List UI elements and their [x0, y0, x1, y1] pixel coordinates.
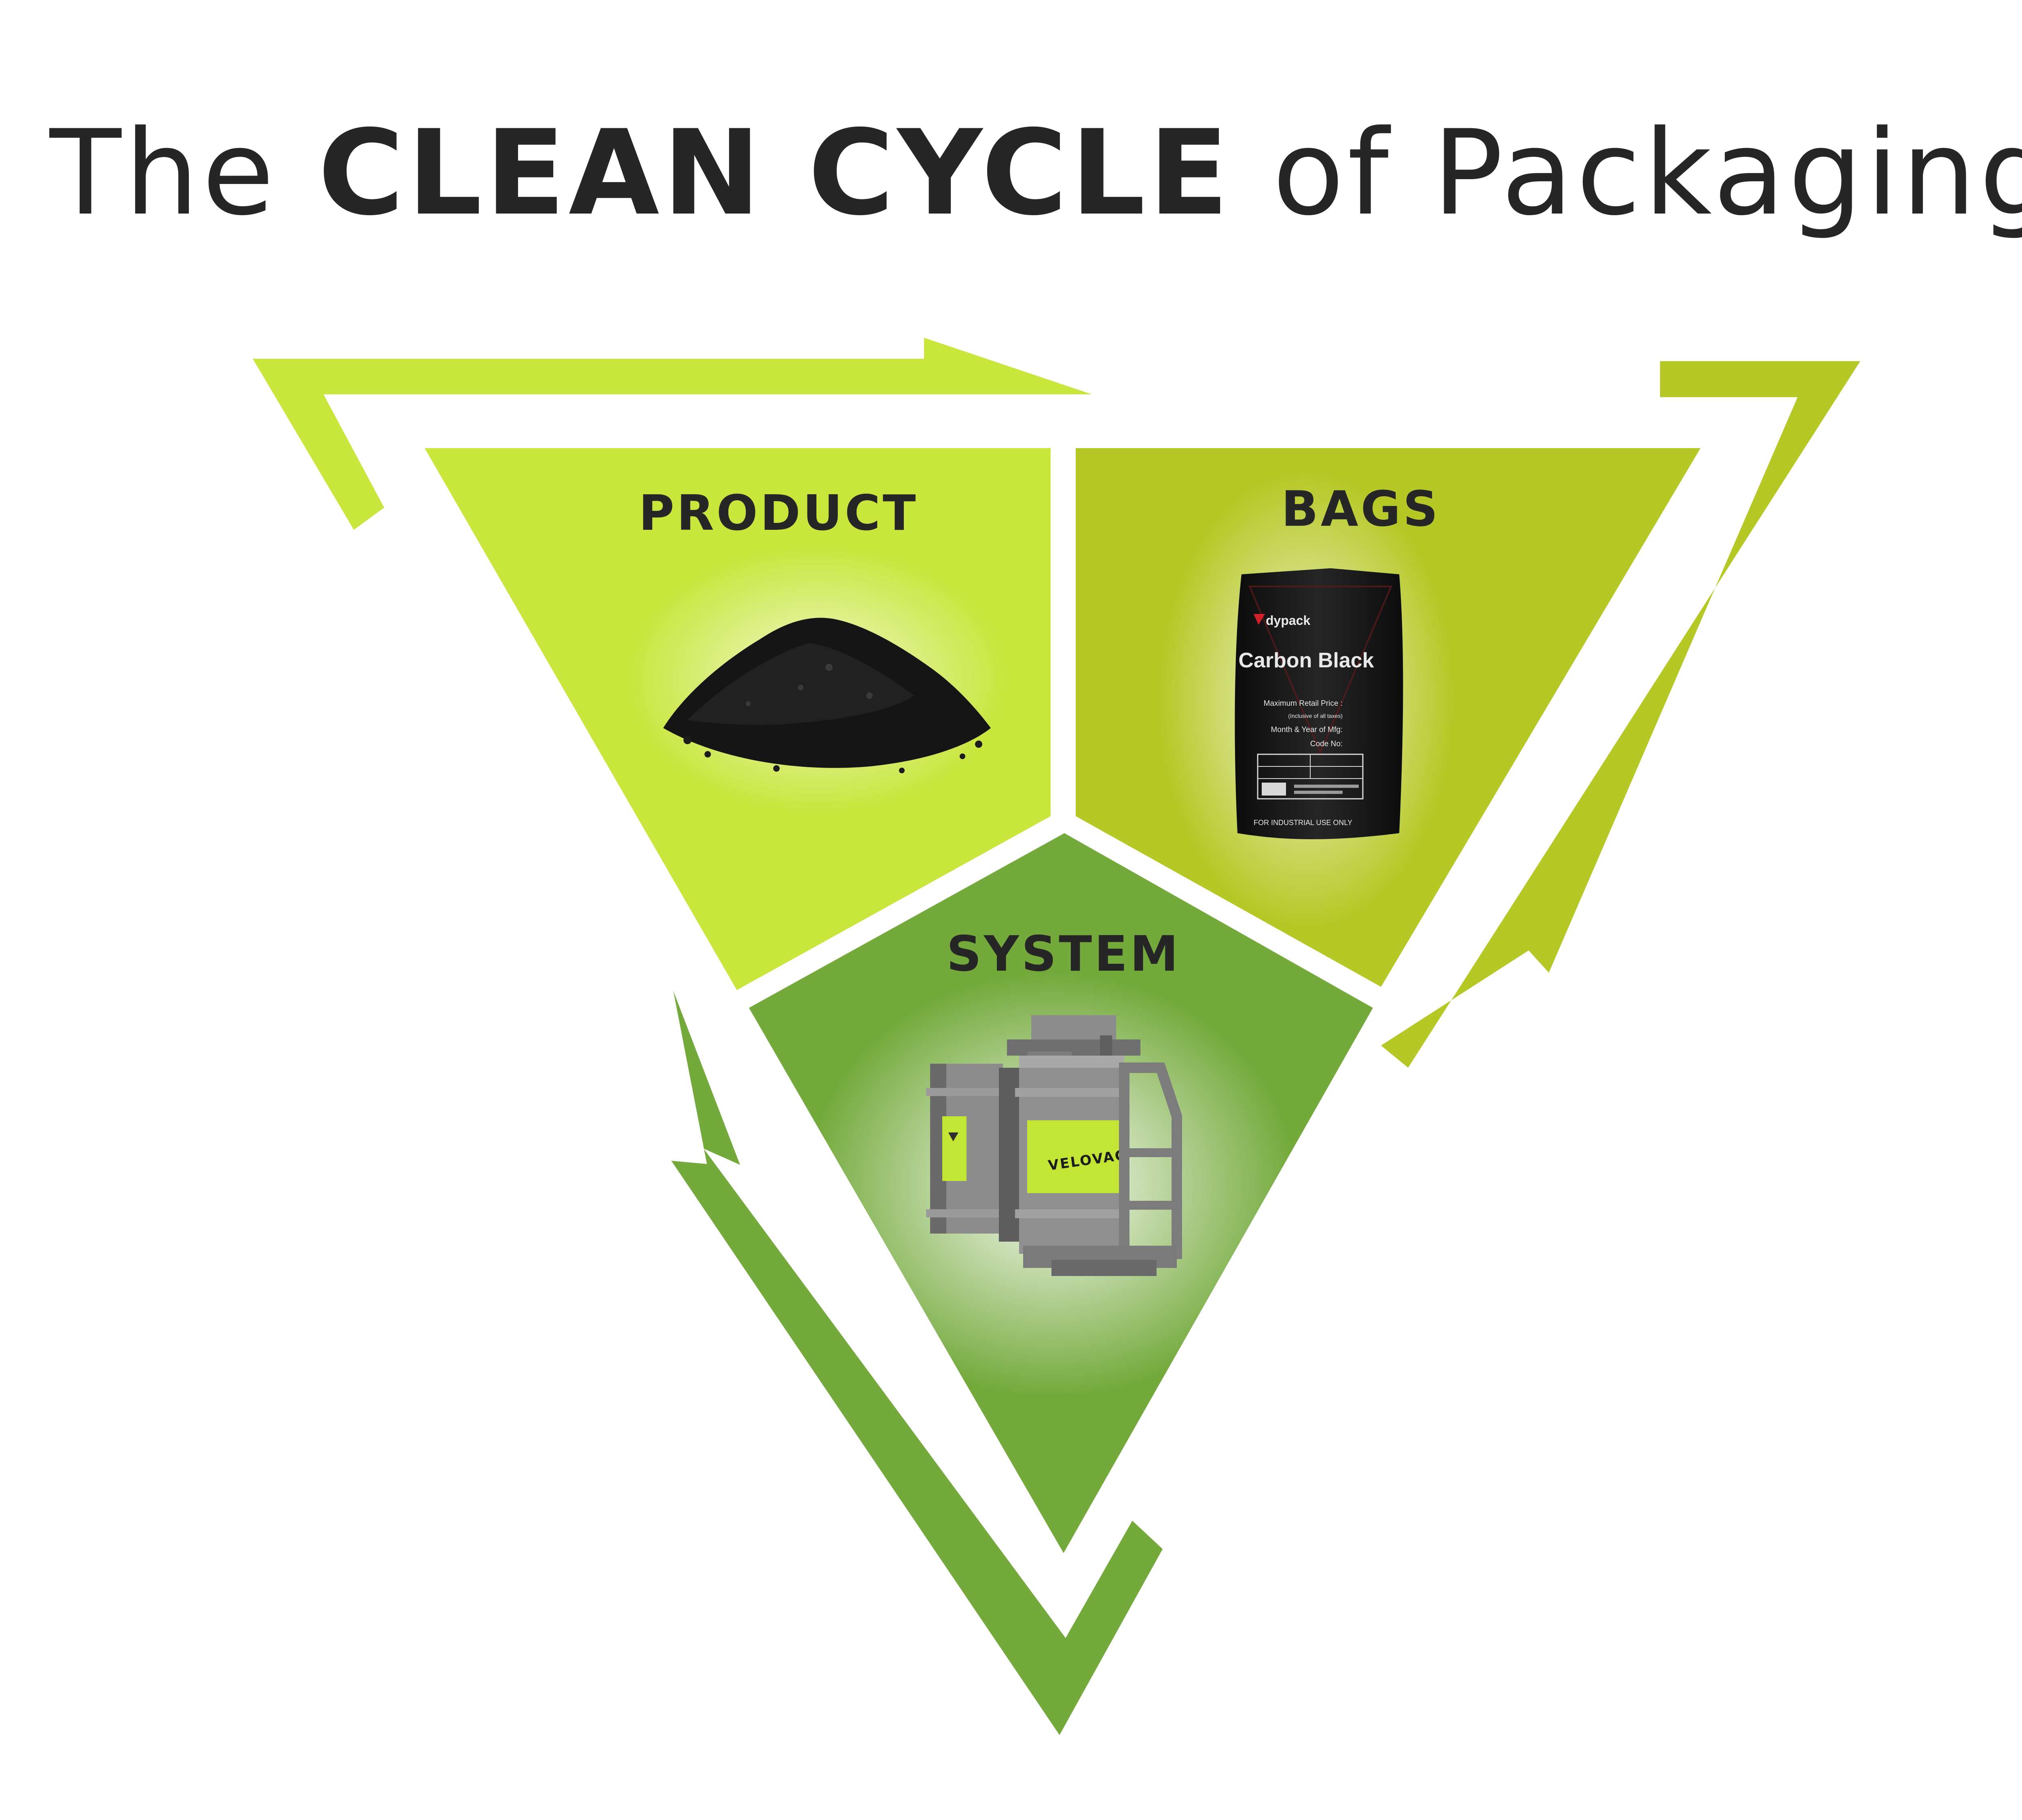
title-emphasis: CLEAN CYCLE	[318, 105, 1232, 241]
bag-line-3: Month & Year of Mfg:	[1271, 726, 1343, 734]
bag-line-4: Code No:	[1310, 740, 1343, 748]
bag-brand: dypack	[1266, 613, 1310, 628]
bag-line-1: Maximum Retail Price :	[1264, 699, 1343, 708]
velovac-logo-icon	[948, 1132, 958, 1141]
bag-product-name: Carbon Black	[1238, 649, 1374, 672]
segment-label-bags: BAGS	[1281, 481, 1440, 538]
segment-label-system: SYSTEM	[947, 926, 1181, 982]
carbon-black-pile-image	[663, 618, 991, 773]
arrow-right	[1381, 361, 1860, 1068]
segment-label-product: PRODUCT	[639, 485, 918, 542]
title-suffix: of Packaging	[1232, 105, 2022, 241]
bag-line-2: (Inclusive of all taxes)	[1288, 713, 1343, 719]
title-prefix: The	[49, 105, 318, 241]
arrow-top	[253, 338, 1092, 530]
carbon-black-bag-image: dypack Carbon Black Maximum Retail Price…	[1235, 568, 1403, 839]
velovac-machine-image: VELOVAC	[926, 1015, 1182, 1276]
cycle-arrows	[253, 338, 1860, 1735]
page-title: The CLEAN CYCLE of Packaging	[0, 105, 2022, 241]
brand-logo-icon	[1254, 614, 1265, 625]
bag-footer: FOR INDUSTRIAL USE ONLY	[1254, 819, 1352, 827]
